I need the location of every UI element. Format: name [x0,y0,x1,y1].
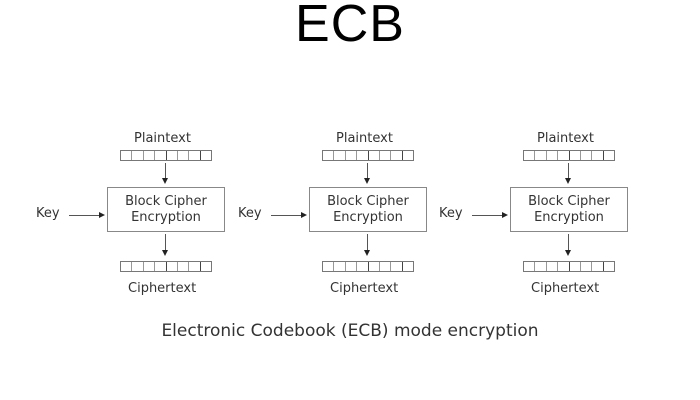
ciphertext-label: Ciphertext [531,281,600,296]
key-label: Key [439,206,463,221]
block-cipher-encryption-box: Block Cipher Encryption [309,187,427,232]
block-cell [380,151,392,160]
plaintext-blocks [120,150,212,161]
arrow-key-to-cipher [472,215,502,216]
ecb-block-unit: Plaintext Key Block Cipher Encryption Ci… [36,0,246,310]
block-cell [155,151,167,160]
box-line-1: Block Cipher [125,193,207,209]
arrow-plaintext-to-cipher [367,163,368,180]
plaintext-blocks [322,150,414,161]
ecb-block-unit: Plaintext Key Block Cipher Encryption Ci… [238,0,448,310]
block-cell [558,262,570,271]
block-cell [391,262,403,271]
box-line-1: Block Cipher [327,193,409,209]
block-cell [334,262,346,271]
block-cell [604,262,614,271]
block-cell [535,151,547,160]
block-cell [581,151,593,160]
ciphertext-blocks [322,261,414,272]
block-cell [189,151,201,160]
ecb-block-unit: Plaintext Key Block Cipher Encryption Ci… [439,0,649,310]
block-cell [144,262,156,271]
block-cell [132,151,144,160]
block-cell [323,151,335,160]
slide-title: ECB [295,0,405,53]
arrow-key-to-cipher [69,215,99,216]
block-cell [144,151,156,160]
arrow-head-down-icon [162,250,168,256]
block-cell [403,262,413,271]
block-cell [547,262,559,271]
arrow-head-down-icon [565,250,571,256]
arrow-head-right-icon [99,212,105,218]
arrow-plaintext-to-cipher [568,163,569,180]
block-cell [178,262,190,271]
block-cell [592,151,604,160]
block-cell [167,262,178,271]
block-cell [121,262,133,271]
arrow-key-to-cipher [271,215,301,216]
block-cell [334,151,346,160]
block-cell [592,262,604,271]
block-cell [547,151,559,160]
block-cell [178,151,190,160]
arrow-cipher-to-ciphertext [165,234,166,251]
block-cell [558,151,570,160]
block-cell [581,262,593,271]
ciphertext-blocks [523,261,615,272]
arrow-head-right-icon [502,212,508,218]
block-cell [201,151,211,160]
block-cell [201,262,211,271]
box-line-2: Encryption [333,209,403,225]
arrow-head-down-icon [565,178,571,184]
block-cell [570,151,581,160]
block-cell [155,262,167,271]
block-cell [535,262,547,271]
block-cell [380,262,392,271]
block-cell [346,262,358,271]
block-cell [369,262,380,271]
block-cell [369,151,380,160]
box-line-2: Encryption [131,209,201,225]
block-cell [391,151,403,160]
block-cell [346,151,358,160]
box-line-2: Encryption [534,209,604,225]
ciphertext-label: Ciphertext [330,281,399,296]
plaintext-blocks [523,150,615,161]
arrow-head-down-icon [162,178,168,184]
box-line-1: Block Cipher [528,193,610,209]
key-label: Key [36,206,60,221]
block-cell [189,262,201,271]
block-cell [524,262,536,271]
plaintext-label: Plaintext [134,131,191,146]
ciphertext-label: Ciphertext [128,281,197,296]
diagram-caption: Electronic Codebook (ECB) mode encryptio… [161,321,539,341]
block-cipher-encryption-box: Block Cipher Encryption [107,187,225,232]
arrow-head-right-icon [301,212,307,218]
ciphertext-blocks [120,261,212,272]
block-cell [121,151,133,160]
arrow-head-down-icon [364,178,370,184]
arrow-head-down-icon [364,250,370,256]
block-cell [323,262,335,271]
arrow-cipher-to-ciphertext [367,234,368,251]
block-cell [524,151,536,160]
block-cell [604,151,614,160]
block-cell [570,262,581,271]
key-label: Key [238,206,262,221]
block-cipher-encryption-box: Block Cipher Encryption [510,187,628,232]
arrow-plaintext-to-cipher [165,163,166,180]
block-cell [357,262,369,271]
block-cell [357,151,369,160]
block-cell [132,262,144,271]
plaintext-label: Plaintext [537,131,594,146]
block-cell [403,151,413,160]
arrow-cipher-to-ciphertext [568,234,569,251]
block-cell [167,151,178,160]
plaintext-label: Plaintext [336,131,393,146]
